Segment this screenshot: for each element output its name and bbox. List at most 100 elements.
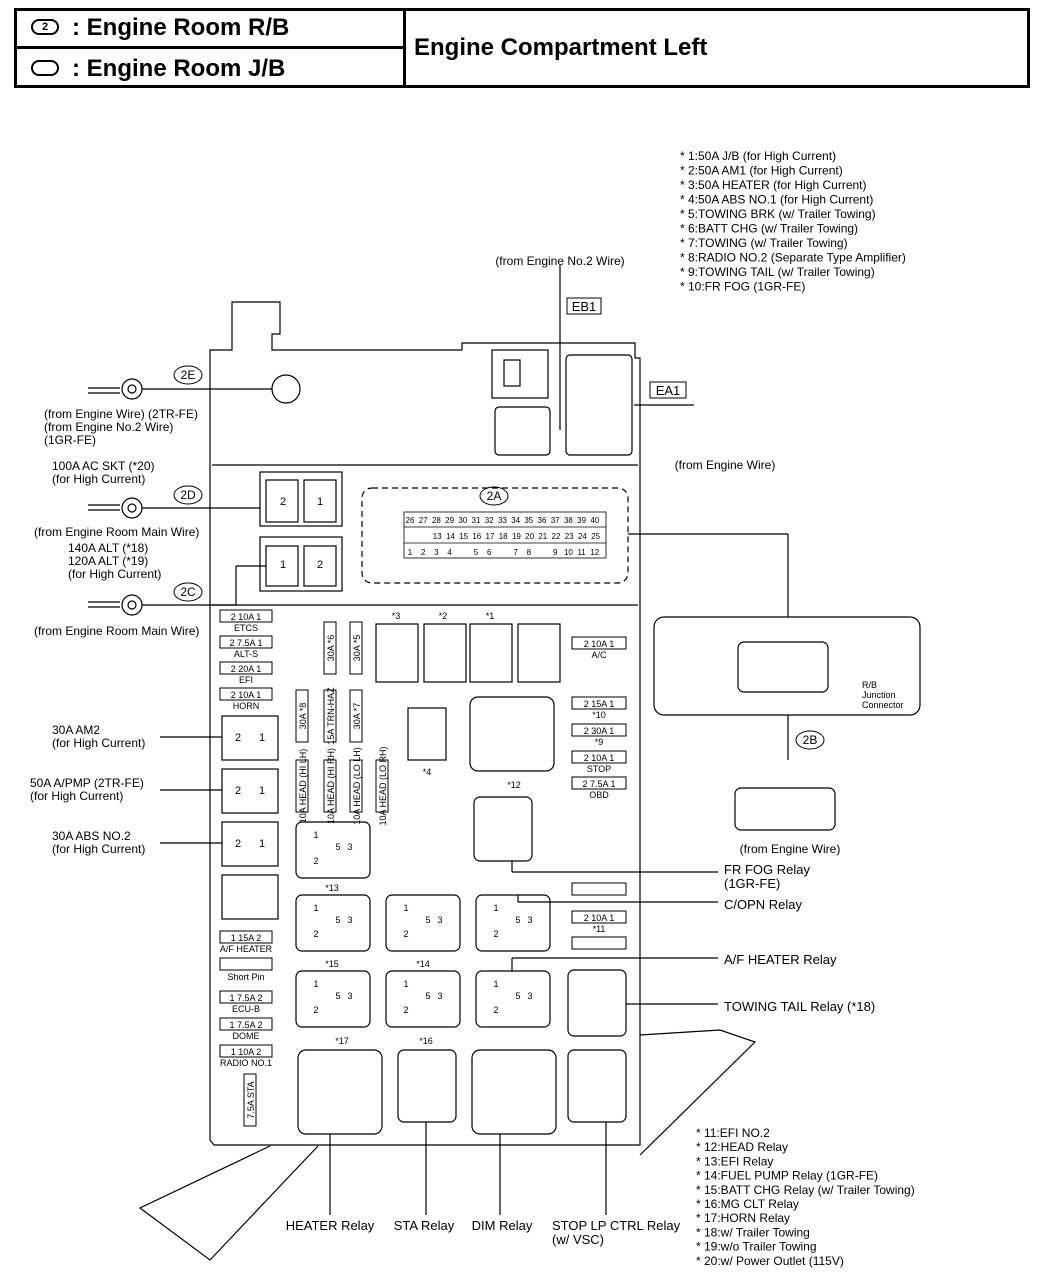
note-bottom-item: * 20:w/ Power Outlet (115V) — [696, 1254, 844, 1268]
note-bottom-item: * 11:EFI NO.2 — [696, 1126, 770, 1140]
pin-2a-row1: 28 — [432, 516, 441, 525]
rb-junction-label: R/B — [862, 680, 877, 690]
pin-2a-row1: 27 — [419, 516, 428, 525]
star-tag: *15 — [325, 959, 339, 969]
fuse-right-name: STOP — [587, 764, 611, 774]
label-fr-fog-relay: (1GR-FE) — [724, 876, 780, 891]
pin-2a-row2: 24 — [578, 532, 587, 541]
fuse-spare — [517, 623, 561, 683]
pin-2a-row2: 25 — [591, 532, 600, 541]
label-am2: (for High Current) — [52, 736, 145, 750]
connector-2e-label-badge — [173, 365, 203, 385]
note-bottom-item: * 15:BATT CHG Relay (w/ Trailer Towing) — [696, 1183, 915, 1197]
pin-2a-row1: 26 — [406, 516, 415, 525]
note-bottom-item: * 13:EFI Relay — [696, 1154, 773, 1168]
fuse-right-rating: 2 10A 1 — [584, 639, 615, 649]
relay-pin-number: 1 — [493, 979, 498, 989]
fuse-lower-rating: 1 10A 2 — [231, 1047, 262, 1057]
connector-2a-label-badge — [479, 486, 509, 506]
relay-housing-copn — [475, 894, 551, 952]
connector-2e-terminal — [271, 374, 301, 404]
fuse-column-left — [219, 609, 627, 1058]
note-top-item: * 4:50A ABS NO.1 (for High Current) — [680, 193, 873, 207]
fuse-lower-name: Short Pin — [227, 972, 264, 982]
pin-2a-row3: 7 — [513, 548, 518, 557]
connector-ea1-label: EA1 — [656, 383, 681, 398]
vertical-fuse-label: 30A *5 — [352, 635, 362, 662]
label-dim-relay: DIM Relay — [472, 1218, 533, 1233]
relay-pin-number: 1 — [403, 979, 408, 989]
pin-2a-row1: 36 — [538, 516, 547, 525]
note-bottom-item: * 16:MG CLT Relay — [696, 1197, 799, 1211]
relay-housing-mg-clt — [397, 1049, 457, 1123]
relay-pin-number: 3 — [437, 915, 442, 925]
pin-2a-row3: 3 — [434, 548, 439, 557]
fuse-right-rating: 2 10A 1 — [584, 913, 615, 923]
star-tag: *2 — [439, 611, 448, 621]
legend-jb-symbol — [31, 60, 59, 76]
star-tag: *13 — [325, 883, 339, 893]
fuse-jb-50a — [469, 623, 513, 683]
vertical-fuse-group — [243, 621, 389, 1127]
relay-pin-number: 2 — [313, 856, 318, 866]
fuse-ac-skt — [259, 471, 343, 527]
vertical-fuse-label: 7.5A STA — [246, 1081, 256, 1118]
note-top-item: * 1:50A J/B (for High Current) — [680, 149, 836, 163]
block-pin-number: 1 — [280, 559, 286, 571]
relay-pin-number: 2 — [313, 1005, 318, 1015]
pin-2a-row2: 15 — [459, 532, 468, 541]
pin-2a-row1: 30 — [458, 516, 467, 525]
relay-pin-number: 5 — [335, 991, 340, 1001]
connector-2b-label-badge — [795, 730, 825, 750]
fuse-right-rating: 2 7.5A 1 — [582, 779, 615, 789]
star-tag: *1 — [486, 611, 495, 621]
label-heater-relay: HEATER Relay — [286, 1218, 375, 1233]
block-pin-number: 2 — [317, 559, 323, 571]
pin-2a-row2: 14 — [446, 532, 455, 541]
lower-flange-left — [138, 1145, 319, 1261]
connector-2a-area — [361, 487, 629, 584]
fuse-right-name: *9 — [595, 737, 604, 747]
connector-2b-label: 2B — [803, 733, 818, 747]
relay-pin-number: 3 — [437, 991, 442, 1001]
pin-2a-row1: 37 — [551, 516, 560, 525]
star-tag: *3 — [392, 611, 401, 621]
relay-pin-number: 3 — [527, 915, 532, 925]
fuse-left-rating: 2 10A 1 — [231, 612, 262, 622]
fuse-abs1-50a — [407, 707, 447, 761]
pin-2a-row2: 19 — [512, 532, 521, 541]
vertical-fuse-label: 10A HEAD (LO RH) — [378, 746, 388, 825]
pin-2a-row1: 40 — [590, 516, 599, 525]
pin-2a-row3: 6 — [487, 548, 492, 557]
label-af-heater-relay: A/F HEATER Relay — [724, 952, 837, 967]
relay-pin-number: 5 — [335, 842, 340, 852]
relay-housing-fuel-pump — [385, 970, 461, 1028]
relay-housing-spare — [385, 894, 461, 952]
fuse-abs2 — [221, 821, 279, 867]
pin-2a-row3: 12 — [590, 548, 599, 557]
rb-junction-label: Connector — [862, 700, 904, 710]
relay-pin-number: 1 — [313, 903, 318, 913]
connector-eb1-label-box — [566, 297, 602, 315]
connector-2c-label-badge — [173, 582, 203, 602]
relay-pin-number: 3 — [347, 991, 352, 1001]
label-stop-lp-relay: STOP LP CTRL Relay — [552, 1218, 681, 1233]
relay-pin-number: 5 — [515, 915, 520, 925]
connector-2d-label-badge — [173, 485, 203, 505]
connector-ea1-socket — [565, 354, 633, 456]
fuse-lower-name: A/F HEATER — [220, 944, 273, 954]
relay-housing-unnamed — [295, 821, 371, 879]
fuse-right-rating: 2 30A 1 — [584, 726, 615, 736]
header-divider-h — [14, 46, 406, 49]
vertical-fuse-label: 30A *6 — [326, 635, 336, 662]
pin-2a-row1: 33 — [498, 516, 507, 525]
connector-eb1-pins — [494, 406, 551, 456]
connector-ea1-source: (from Engine Wire) — [675, 458, 776, 472]
note-top-item: * 7:TOWING (w/ Trailer Towing) — [680, 236, 848, 250]
pin-2a-row2: 22 — [552, 532, 561, 541]
lower-flange-right — [639, 1029, 757, 1156]
pin-2a-row2: 18 — [499, 532, 508, 541]
block-pin-number: 2 — [235, 732, 241, 744]
vertical-fuse-label: 10A HEAD (LO LH) — [352, 747, 362, 825]
